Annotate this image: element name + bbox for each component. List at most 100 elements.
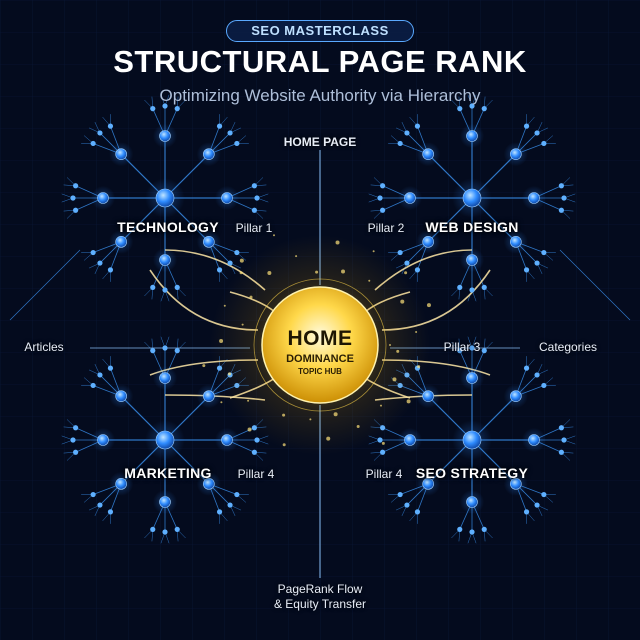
cluster-marketing-sub-node bbox=[203, 390, 215, 402]
cluster-marketing-leaf-node bbox=[162, 345, 168, 351]
cluster-seo-strategy-leaf-node bbox=[377, 437, 383, 443]
cluster-technology-leaf-node bbox=[251, 183, 257, 189]
cluster-seo-strategy-node bbox=[462, 430, 482, 450]
cluster-technology-leaf-node bbox=[70, 195, 76, 201]
cluster-web-design-leaf-node bbox=[469, 103, 475, 109]
cluster-web-design-leaf-node bbox=[380, 207, 386, 213]
cluster-technology-leaf-node bbox=[174, 284, 180, 290]
pillar-4-right-label: Pillar 4 bbox=[365, 467, 403, 481]
cluster-marketing-sub-node bbox=[159, 496, 171, 508]
sparkle-dot bbox=[272, 234, 275, 237]
cluster-marketing-leaf-node bbox=[150, 348, 156, 354]
sparkle-dot bbox=[249, 295, 253, 299]
cluster-seo-strategy-leaf-node bbox=[469, 529, 475, 535]
cluster-technology-sub-node bbox=[115, 148, 127, 160]
cluster-technology-sub-node bbox=[159, 130, 171, 142]
cluster-seo-strategy-leaf-node bbox=[457, 348, 463, 354]
page-title: STRUCTURAL PAGE RANK bbox=[113, 44, 527, 79]
cluster-marketing-leaf-node bbox=[251, 449, 257, 455]
cluster-web-design-leaf-node bbox=[481, 106, 487, 112]
course-badge: SEO MASTERCLASS bbox=[226, 20, 414, 42]
sparkle-dot bbox=[406, 399, 411, 404]
categories-label: Categories bbox=[538, 340, 598, 354]
cluster-web-design-leaf-node bbox=[561, 195, 567, 201]
cluster-web-design-leaf-node bbox=[469, 287, 475, 293]
cluster-technology-leaf-node bbox=[73, 183, 79, 189]
cluster-marketing-leaf-node bbox=[73, 425, 79, 431]
cluster-web-design-leaf-node bbox=[414, 123, 421, 129]
cluster-seo-strategy-sub-node bbox=[466, 372, 478, 384]
cluster-seo-strategy-leaf-node bbox=[404, 502, 410, 508]
cluster-marketing-leaf-node bbox=[90, 491, 96, 498]
cluster-seo-strategy-leaf-node bbox=[561, 437, 567, 443]
cluster-web-design-sub-node bbox=[510, 236, 522, 248]
cluster-marketing-leaf-node bbox=[97, 372, 103, 378]
cluster-technology-leaf-node bbox=[150, 106, 156, 112]
cluster-technology-leaf-node bbox=[216, 267, 223, 273]
sparkle-dot bbox=[326, 436, 331, 441]
pillar-4-left-label: Pillar 4 bbox=[237, 467, 275, 481]
cluster-seo-strategy-leaf-node bbox=[558, 449, 564, 455]
sparkle-dot bbox=[426, 303, 431, 308]
sparkle-dot bbox=[368, 279, 371, 282]
cluster-marketing-leaf-node bbox=[227, 502, 233, 508]
cluster-technology-leaf-node bbox=[234, 249, 240, 256]
sparkle-dot bbox=[356, 425, 360, 429]
cluster-marketing-leaf-node bbox=[216, 509, 223, 515]
cluster-technology-leaf-node bbox=[73, 207, 79, 213]
cluster-web-design-leaf-node bbox=[404, 130, 410, 136]
cluster-web-design-sub-node bbox=[466, 130, 478, 142]
cluster-web-design-sub-node bbox=[404, 192, 416, 204]
home-page-label: HOME PAGE bbox=[283, 135, 357, 149]
cluster-technology-leaf-node bbox=[97, 130, 103, 136]
cluster-web-design-sub-node bbox=[528, 192, 540, 204]
cluster-marketing-leaf-node bbox=[97, 502, 103, 508]
cluster-web-design-leaf-node bbox=[457, 284, 463, 290]
sparkle-dot bbox=[417, 365, 421, 369]
cluster-seo-strategy-leaf-node bbox=[481, 348, 487, 354]
cluster-seo-strategy-leaf-node bbox=[523, 509, 530, 515]
cluster-web-design-leaf-node bbox=[541, 249, 547, 256]
sparkle-dot bbox=[381, 441, 385, 445]
cluster-web-design-leaf-node bbox=[397, 249, 403, 256]
cluster-web-design-leaf-node bbox=[541, 140, 547, 147]
cluster-marketing-leaf-node bbox=[254, 437, 260, 443]
cluster-web-design-leaf-node bbox=[404, 260, 410, 266]
cluster-seo-strategy-sub-node bbox=[404, 434, 416, 446]
cluster-web-design-sub-node bbox=[466, 254, 478, 266]
cluster-web-design-leaf-node bbox=[377, 195, 383, 201]
cluster-web-design-leaf-node bbox=[534, 130, 540, 136]
articles-label: Articles bbox=[24, 340, 64, 354]
cluster-technology-sub-node bbox=[203, 236, 215, 248]
cluster-seo-strategy-sub-node bbox=[422, 478, 434, 490]
cluster-technology-leaf-node bbox=[174, 106, 180, 112]
home-hub-sphere bbox=[261, 286, 379, 404]
cluster-marketing-sub-node bbox=[115, 390, 127, 402]
cluster-marketing-leaf-node bbox=[70, 437, 76, 443]
flow-caption-line2: & Equity Transfer bbox=[273, 597, 367, 611]
cluster-web-design-node bbox=[462, 188, 482, 208]
sparkle-dot bbox=[396, 349, 400, 353]
cluster-web-design-leaf-node bbox=[523, 267, 530, 273]
sparkle-dot bbox=[239, 271, 243, 275]
sparkle-dot bbox=[239, 258, 244, 263]
cluster-web-design-leaf-node bbox=[534, 260, 540, 266]
cluster-marketing-sub-node bbox=[203, 478, 215, 490]
cluster-technology-leaf-node bbox=[227, 260, 233, 266]
cluster-seo-strategy-label: SEO STRATEGY bbox=[415, 465, 529, 481]
cluster-marketing-leaf-node bbox=[107, 509, 114, 515]
cluster-seo-strategy-leaf-node bbox=[380, 449, 386, 455]
cluster-web-design-leaf-node bbox=[523, 123, 530, 129]
cluster-technology-leaf-node bbox=[251, 207, 257, 213]
cluster-technology-sub-node bbox=[159, 254, 171, 266]
cluster-technology-node bbox=[155, 188, 175, 208]
cluster-web-design-leaf-node bbox=[457, 106, 463, 112]
cluster-seo-strategy-leaf-node bbox=[541, 491, 547, 498]
sparkle-dot bbox=[247, 427, 252, 432]
cluster-technology-leaf-node bbox=[216, 123, 223, 129]
cluster-marketing-node bbox=[155, 430, 175, 450]
cluster-seo-strategy-sub-node bbox=[422, 390, 434, 402]
sparkle-dot bbox=[335, 240, 340, 245]
sparkle-dot bbox=[400, 299, 405, 304]
